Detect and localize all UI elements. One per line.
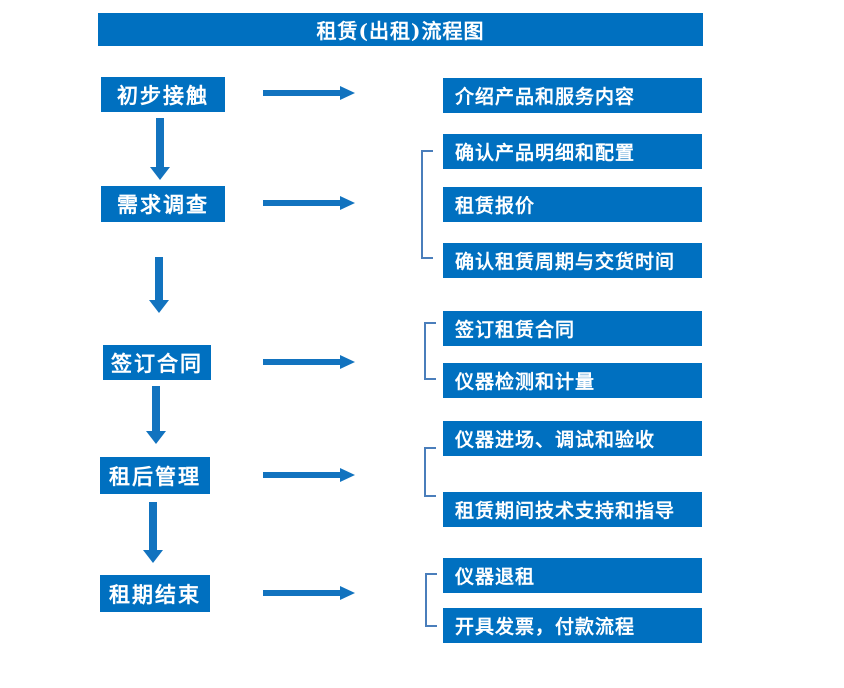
arrow-head (340, 86, 355, 100)
output-box: 确认产品明细和配置 (443, 134, 702, 169)
arrow-head (340, 196, 355, 210)
arrow-head (149, 300, 169, 313)
arrow-shaft (156, 118, 164, 168)
step-rental-end: 租期结束 (100, 575, 210, 612)
right-arrow (263, 86, 355, 100)
step-requirements-survey: 需求调查 (101, 186, 225, 222)
output-box: 签订租赁合同 (443, 311, 702, 346)
step-post-rental-management: 租后管理 (100, 457, 210, 494)
down-arrow (146, 386, 166, 444)
arrow-shaft (263, 90, 341, 96)
arrow-shaft (263, 472, 341, 478)
arrow-head (150, 167, 170, 180)
step-sign-contract: 签订合同 (103, 345, 211, 380)
arrow-head (146, 431, 166, 444)
right-arrow (263, 196, 355, 210)
right-arrow (263, 586, 355, 600)
output-box: 介绍产品和服务内容 (443, 78, 702, 113)
right-arrow (263, 468, 355, 482)
output-box: 仪器进场、调试和验收 (443, 421, 702, 456)
arrow-shaft (152, 386, 160, 432)
down-arrow (150, 118, 170, 180)
group-bracket (425, 573, 437, 627)
arrow-shaft (149, 502, 157, 551)
arrow-shaft (263, 200, 341, 206)
output-box: 确认租赁周期与交货时间 (443, 243, 702, 278)
flowchart-title: 租赁(出租)流程图 (98, 13, 703, 46)
arrow-shaft (263, 359, 341, 365)
group-bracket (424, 322, 436, 380)
group-bracket (424, 447, 436, 497)
arrow-head (340, 468, 355, 482)
arrow-shaft (263, 590, 341, 596)
output-box: 租赁期间技术支持和指导 (443, 492, 702, 527)
output-box: 开具发票，付款流程 (443, 608, 702, 643)
arrow-head (340, 586, 355, 600)
arrow-head (143, 550, 163, 563)
arrow-shaft (155, 257, 163, 301)
step-initial-contact: 初步接触 (101, 77, 225, 112)
down-arrow (143, 502, 163, 563)
output-box: 租赁报价 (443, 187, 702, 222)
right-arrow (263, 355, 355, 369)
output-box: 仪器退租 (443, 558, 702, 593)
output-box: 仪器检测和计量 (443, 363, 702, 398)
down-arrow (149, 257, 169, 313)
group-bracket (421, 150, 433, 259)
arrow-head (340, 355, 355, 369)
